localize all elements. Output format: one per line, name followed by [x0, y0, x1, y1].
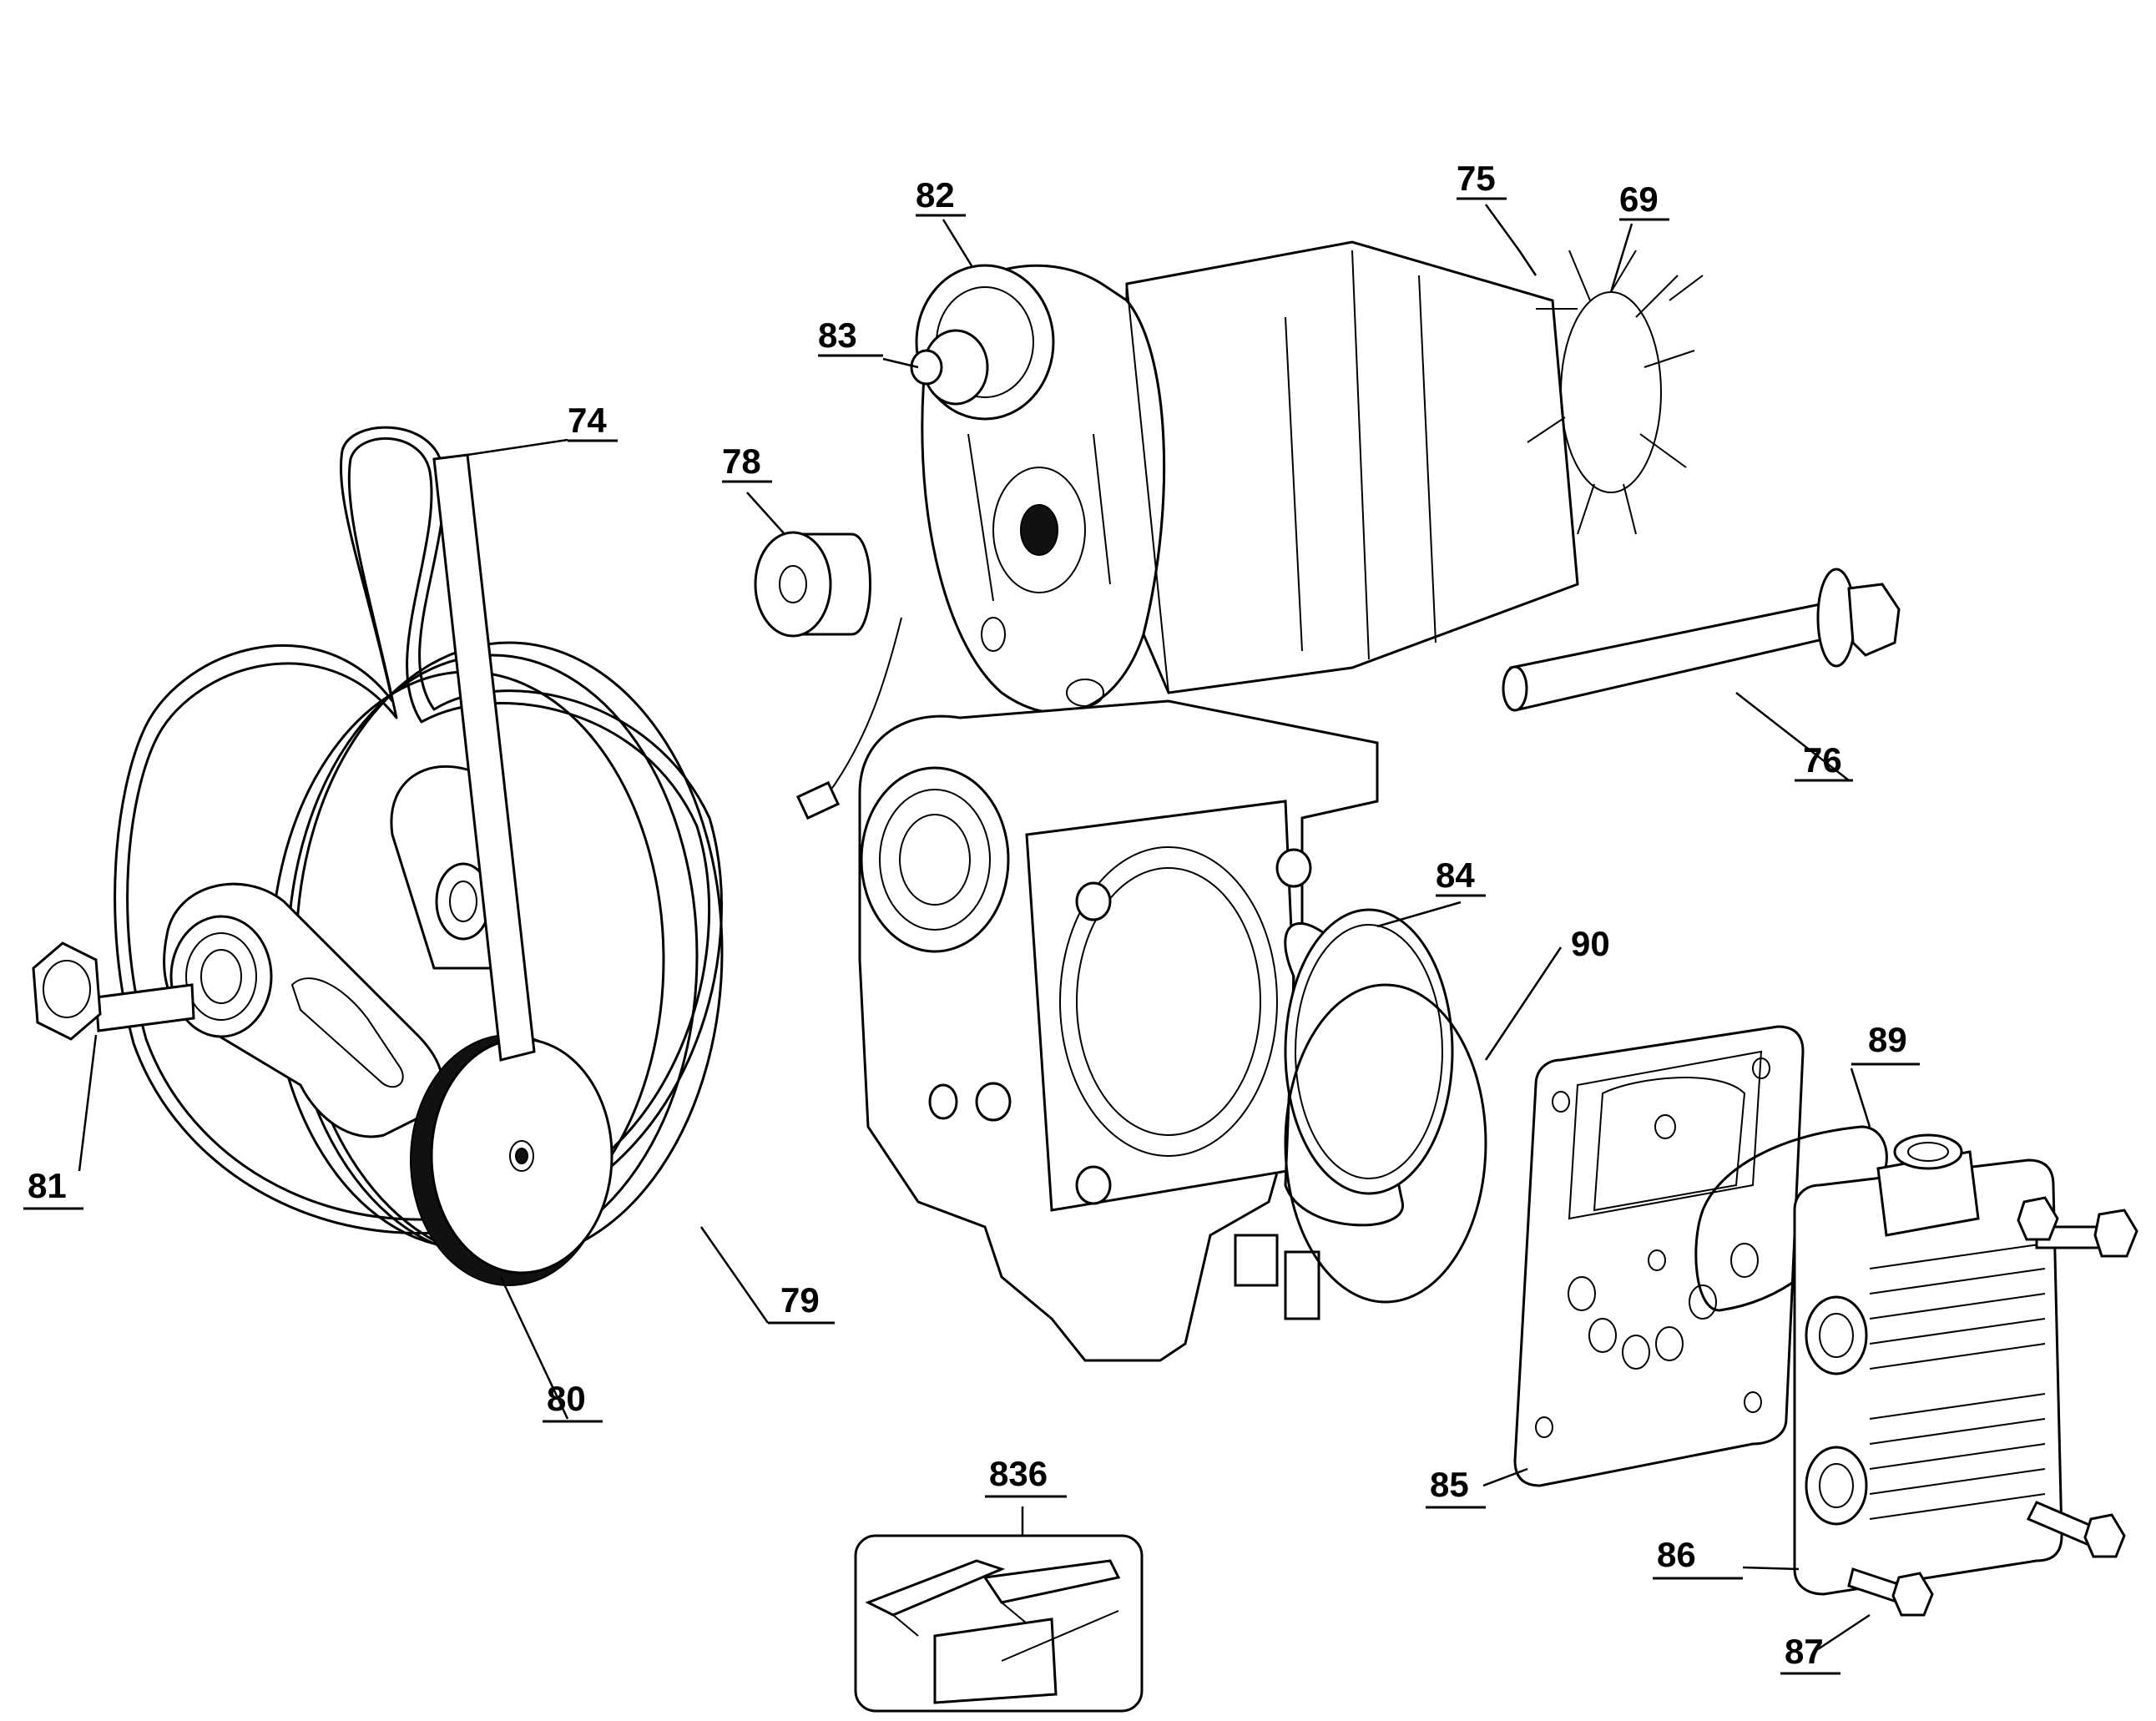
o-ring-90-part: [1284, 983, 1487, 1304]
callout-81: 81: [28, 1166, 67, 1205]
motor-assembly: [795, 240, 1704, 820]
leader-lines: [78, 204, 1871, 1651]
callout-80: 80: [547, 1379, 586, 1418]
callout-87: 87: [1785, 1632, 1824, 1671]
callout-74: 74: [568, 401, 607, 440]
callout-86: 86: [1657, 1535, 1696, 1574]
callout-69: 69: [1619, 179, 1659, 219]
fan-blades: [1527, 250, 1704, 535]
callout-90: 90: [1571, 924, 1610, 963]
callout-84: 84: [1436, 855, 1475, 895]
head-bolts-87-part: [1847, 1196, 2138, 1617]
belt-part: [114, 426, 723, 1235]
callout-836: 836: [989, 1454, 1048, 1493]
crankcase-part: [858, 699, 1379, 1362]
belt-strand-part: [432, 453, 536, 1062]
callout-79: 79: [780, 1280, 820, 1320]
callout-85: 85: [1430, 1465, 1469, 1504]
cylinder-sleeve-84-part: [1284, 908, 1454, 1227]
connecting-rod-part: [163, 882, 444, 1138]
callout-78: 78: [722, 442, 761, 481]
valve-plate-85-part: [1513, 1025, 1805, 1487]
bushing-78-part: [754, 531, 871, 638]
callout-89: 89: [1868, 1020, 1907, 1059]
callout-75: 75: [1457, 159, 1496, 198]
shaft-bolt-76-part: [1502, 568, 1901, 712]
bolt-81-part: [32, 941, 195, 1041]
inset-box-836: [854, 1534, 1144, 1713]
cylinder-head-86-part: [1793, 1133, 2063, 1596]
callout-82: 82: [916, 175, 955, 214]
callout-76: 76: [1803, 740, 1842, 780]
callout-labels: 74 75 69 82 83 78 76 84 90 89 81 79 80 8…: [23, 159, 1920, 1675]
drive-pulley-part: [410, 1034, 613, 1286]
callout-83: 83: [818, 315, 857, 355]
